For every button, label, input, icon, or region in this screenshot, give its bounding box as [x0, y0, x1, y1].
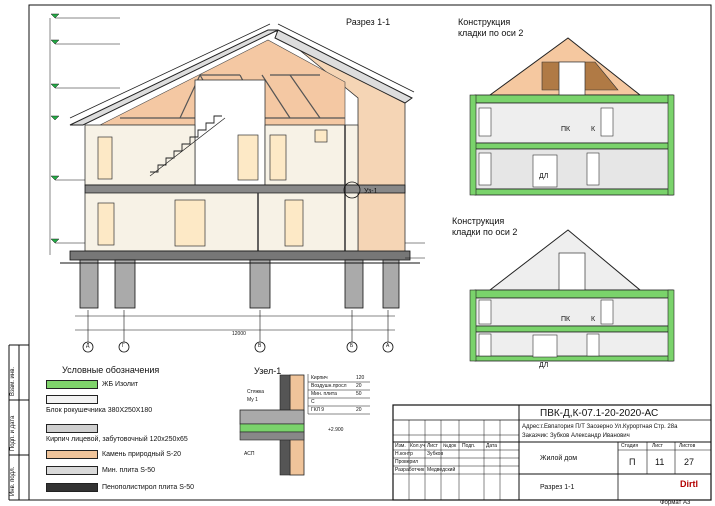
wall-label-k-top: К — [591, 126, 596, 133]
legend-item-4: Мин. плита S-50 — [102, 467, 156, 474]
stamp-col-sign: Подп. — [462, 443, 476, 449]
stamp-code: ПВК-Д,К-07.1-20-2020-АС — [540, 408, 659, 419]
section-title: Разрез 1-1 — [346, 17, 391, 27]
section-drawing — [49, 13, 425, 353]
node-layer-1-value: 20 — [356, 383, 362, 389]
wall-label-pk-top: ПК — [561, 126, 571, 133]
stamp-stage-header: Стадия — [621, 443, 639, 449]
stamp-name-2: Медведский — [427, 467, 456, 473]
stamp-customer: Заказчик: Зубков Александр Иванович — [522, 433, 630, 439]
node-level: +2.900 — [328, 427, 344, 433]
title-block-grid — [392, 404, 712, 501]
stamp-col-doc: №док — [443, 443, 457, 449]
margin-label-sign: Подп. и дата — [10, 415, 16, 451]
node-layer-2-value: 50 — [356, 391, 362, 397]
stamp-sheets-value: 27 — [684, 457, 695, 467]
axis-label-d: Д — [86, 343, 90, 349]
node-layer-4-value: 20 — [356, 407, 362, 413]
stamp-sheet-header: Лист — [652, 443, 663, 449]
stamp-role-0: Н.контр — [395, 451, 413, 457]
legend-swatch-0 — [46, 380, 98, 389]
legend-item-1: Блок рокушечника 380X250X180 — [46, 407, 153, 414]
legend-item-3: Камень природный S-20 — [102, 451, 181, 458]
stamp-col-izm: Изм. — [395, 443, 406, 449]
node-title: Узел-1 — [254, 366, 282, 376]
node-label-mu: Му 1 — [247, 397, 258, 403]
stamp-role-2: Разработчик — [395, 467, 425, 473]
legend-item-5: Пенополистирол плита S-50 — [102, 484, 195, 491]
wall-label-pk-bottom: ПК — [561, 316, 571, 323]
wall-label-dl-top: ДЛ — [539, 173, 549, 180]
stamp-object: Жилой дом — [540, 455, 578, 462]
company-logo: Dirtl — [680, 479, 698, 489]
legend-swatch-1 — [46, 395, 98, 404]
legend-swatch-4 — [46, 466, 98, 475]
wall-label-k-bottom: К — [591, 316, 596, 323]
legend-swatch-2 — [46, 424, 98, 433]
axis-label-g: Г — [122, 343, 125, 349]
node-detail — [239, 374, 370, 476]
masonry-title-bottom-2: кладки по оси 2 — [452, 227, 518, 237]
margin-label-zam: Взам. инв. — [10, 366, 16, 396]
masonry-elevation-bottom — [469, 229, 675, 362]
legend-swatch-5 — [46, 483, 98, 492]
node-layer-1-name: Воздушн.просл — [311, 383, 347, 389]
stamp-address: Адрес:г.Евпатория П/Т Заозерно Ул.Курорт… — [522, 424, 678, 430]
masonry-title-top-2: кладки по оси 2 — [458, 28, 524, 38]
stamp-role-1: Проверил — [395, 459, 419, 465]
legend-swatch-3 — [46, 450, 98, 459]
node-label-asp: АСП — [244, 451, 255, 457]
stamp-stage-value: П — [629, 457, 636, 467]
dimension-total: 12000 — [232, 331, 246, 337]
stamp-col-list: Лист — [427, 443, 438, 449]
wall-label-dl-bottom: ДЛ — [539, 362, 549, 369]
stamp-col-date: Дата — [486, 443, 498, 449]
masonry-title-top-1: Конструкция — [458, 17, 511, 27]
axis-label-v: В — [258, 343, 262, 349]
sheet-format: Формат А3 — [660, 500, 691, 506]
axis-label-a: А — [386, 343, 390, 349]
masonry-title-bottom-1: Конструкция — [452, 216, 505, 226]
node-label-screed: Стяжка — [247, 389, 265, 395]
stamp-sheet-name: Разрез 1-1 — [540, 484, 575, 491]
masonry-elevation-top — [469, 37, 675, 196]
stamp-sheets-header: Листов — [679, 443, 696, 449]
legend-item-0: ЖБ Изолит — [102, 381, 139, 388]
stamp-name-0: Зубков — [427, 451, 444, 457]
margin-label-inv: Инв. подл. — [10, 466, 16, 496]
legend-item-2: Кирпич лицевой, забутовочный 120x250x65 — [46, 436, 188, 443]
node-layer-4-name: ГКЛ 9 — [311, 407, 325, 413]
stamp-sheet-value: 11 — [655, 457, 665, 467]
stamp-col-kol: Кол.уч — [410, 443, 425, 449]
node-callout-label: Уз-1 — [364, 188, 378, 195]
node-layer-0-value: 120 — [356, 375, 365, 381]
node-layer-0-name: Кирпич — [311, 375, 328, 381]
node-layer-3-name: С — [311, 399, 315, 405]
node-layer-2-name: Мин. плита — [311, 391, 337, 397]
axis-label-b: Б — [350, 343, 354, 349]
legend-title: Условные обозначения — [62, 365, 160, 375]
